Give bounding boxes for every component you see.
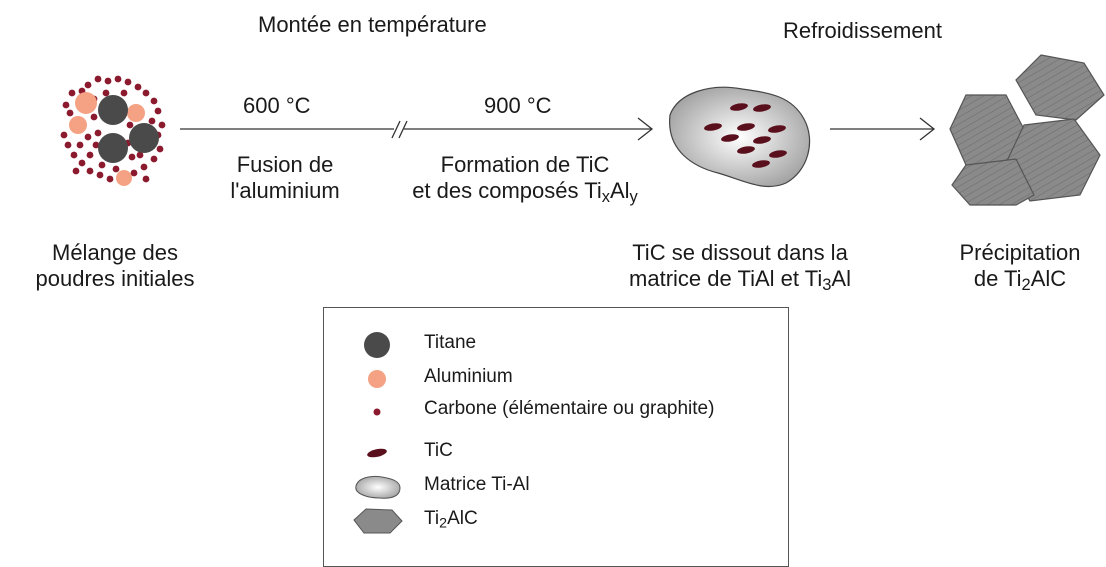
temperature-600: 600 °C	[243, 93, 311, 118]
powder-mixture-illustration	[60, 75, 166, 186]
carbon-particle	[120, 89, 128, 97]
carbon-particle	[92, 141, 100, 149]
formation-label: Formation de TiC et des composés TixAly	[412, 152, 638, 207]
carbon-particle	[134, 83, 142, 91]
carbon-particle	[148, 117, 156, 125]
cooling-arrow-head	[919, 117, 936, 141]
carbon-dot-icon	[373, 408, 381, 416]
carbon-particle	[68, 89, 76, 97]
carbon-particle	[128, 153, 136, 161]
carbon-particle	[140, 163, 148, 171]
carbon-particle	[156, 145, 164, 153]
legend-label: Matrice Ti-Al	[424, 474, 530, 495]
heating-stage-title: Montée en température	[258, 12, 487, 37]
aluminium-particle	[75, 92, 97, 114]
legend-item-matrice: Matrice Ti-Al	[324, 472, 790, 502]
carbon-particle	[98, 161, 106, 169]
tic-ellipse-icon	[367, 448, 387, 458]
carbon-particle	[102, 89, 110, 97]
mixture-label: Mélange des poudres initiales	[35, 240, 195, 291]
aluminium-particle	[127, 104, 145, 122]
carbon-particle	[86, 167, 94, 175]
legend-item-carbone: Carbone (élémentaire ou graphite)	[324, 396, 790, 426]
carbon-particle	[72, 167, 80, 175]
carbon-particle	[94, 75, 102, 83]
carbon-particle	[130, 169, 138, 177]
carbon-particle	[64, 141, 72, 149]
titanium-circle-icon	[364, 332, 390, 358]
cooling-stage-title: Refroidissement	[783, 18, 942, 43]
temperature-900: 900 °C	[484, 93, 552, 118]
aluminium-circle-icon	[368, 370, 386, 388]
carbon-particle	[62, 101, 70, 109]
carbon-particle	[70, 151, 78, 159]
carbon-particle	[96, 171, 104, 179]
carbon-particle	[86, 151, 94, 159]
heating-arrow-head	[637, 117, 654, 141]
aluminium-particle	[69, 116, 87, 134]
carbon-particle	[136, 151, 144, 159]
carbon-particle	[158, 121, 166, 129]
matrix-blob-icon	[355, 475, 401, 499]
tic-matrix-illustration	[669, 86, 811, 188]
legend-label: Ti2AlC	[424, 508, 478, 532]
legend-box: Titane Aluminium Carbone (élémentaire ou…	[323, 307, 789, 567]
melting-label: Fusion de l'aluminium	[230, 152, 340, 203]
axis-break-mark	[398, 120, 408, 139]
carbon-particle	[60, 131, 68, 139]
carbon-particle	[112, 165, 120, 173]
carbon-particle	[78, 159, 86, 167]
carbon-particle	[150, 155, 158, 163]
carbon-particle	[154, 107, 162, 115]
dissolve-label: TiC se dissout dans la matrice de TiAl e…	[629, 240, 851, 295]
legend-item-titane: Titane	[324, 330, 790, 360]
legend-label: TiC	[424, 440, 453, 461]
carbon-particle	[142, 89, 150, 97]
titanium-particle	[98, 95, 128, 125]
legend-item-aluminium: Aluminium	[324, 364, 790, 394]
carbon-particle	[90, 113, 98, 121]
legend-label: Titane	[424, 332, 477, 353]
carbon-particle	[94, 129, 102, 137]
carbon-particle	[66, 109, 74, 117]
matrix-blob	[669, 86, 811, 188]
carbon-particle	[142, 175, 150, 183]
carbon-particle	[76, 141, 84, 149]
carbon-particle	[106, 175, 114, 183]
carbon-particle	[124, 78, 132, 86]
axis-break-mark	[391, 120, 401, 139]
ti2alc-grains-illustration	[949, 54, 1105, 206]
titanium-particle	[129, 123, 159, 153]
carbon-particle	[114, 75, 122, 83]
aluminium-particle	[116, 170, 132, 186]
ti2alc-hexagon-icon	[353, 508, 403, 534]
legend-label: Carbone (élémentaire ou graphite)	[424, 398, 715, 419]
legend-item-tic: TiC	[324, 438, 790, 468]
carbon-particle	[84, 81, 92, 89]
carbon-particle	[84, 133, 92, 141]
carbon-particle	[126, 121, 134, 129]
legend-label: Aluminium	[424, 366, 513, 387]
titanium-particle	[98, 133, 128, 163]
process-arrows	[180, 117, 936, 141]
carbon-particle	[104, 77, 112, 85]
carbon-particle	[150, 97, 158, 105]
precipitation-label: Précipitation de Ti2AlC	[959, 240, 1081, 295]
legend-item-ti2alc: Ti2AlC	[324, 506, 790, 536]
